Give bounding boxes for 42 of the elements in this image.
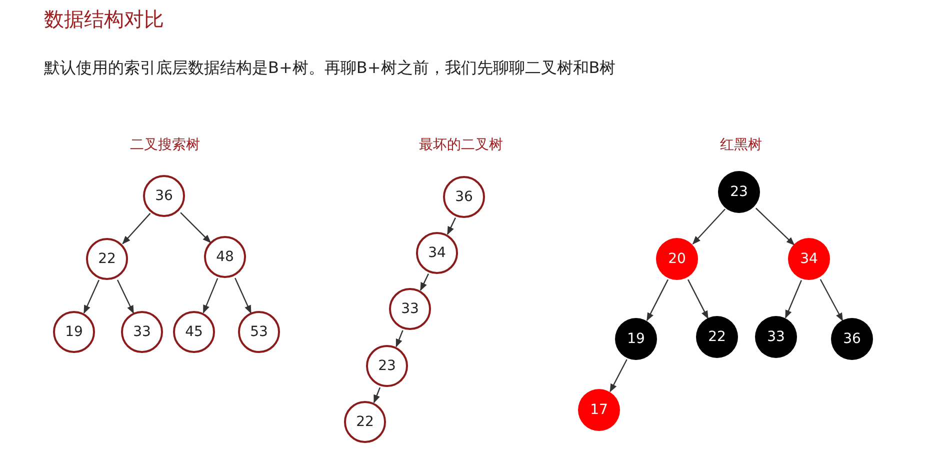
tree-node-circle: 33 xyxy=(755,316,797,358)
tree-node-circle: 45 xyxy=(173,311,215,353)
tree-node-circle: 20 xyxy=(656,238,698,280)
arrow xyxy=(646,279,668,322)
arrow xyxy=(785,280,802,318)
tree-node-circle: 34 xyxy=(416,232,458,274)
arrow xyxy=(755,208,795,246)
tree-node-circle: 33 xyxy=(389,288,431,330)
subtitle-text: 默认使用的索引底层数据结构是B+树。再聊B+树之前，我们先聊聊二叉树和B树 xyxy=(44,58,616,79)
arrow xyxy=(116,280,134,314)
tree-node-circle: 17 xyxy=(578,389,620,431)
tree-node-circle: 53 xyxy=(238,311,280,353)
tree-node-circle: 22 xyxy=(86,238,128,280)
tree-node-circle: 22 xyxy=(344,401,386,443)
tree-title: 二叉搜索树 xyxy=(130,136,200,154)
tree-node-circle: 36 xyxy=(443,176,485,218)
arrow xyxy=(180,212,212,244)
tree-node-circle: 23 xyxy=(366,345,408,387)
arrow xyxy=(692,208,726,244)
tree-node-circle: 19 xyxy=(615,318,657,360)
arrow xyxy=(420,274,429,291)
arrow xyxy=(820,279,844,322)
tree-title: 最坏的二叉树 xyxy=(419,136,503,154)
arrow xyxy=(122,212,151,244)
tree-node-circle: 33 xyxy=(121,311,163,353)
arrow xyxy=(84,280,100,314)
tree-node-circle: 22 xyxy=(696,316,738,358)
tree-node-circle: 36 xyxy=(831,318,873,360)
arrow xyxy=(610,359,628,392)
tree-node-circle: 34 xyxy=(788,238,830,280)
slide-title: 数据结构对比 xyxy=(44,6,164,33)
tree-node-circle: 19 xyxy=(53,311,95,353)
arrow xyxy=(373,387,381,404)
arrow xyxy=(234,278,252,314)
tree-node-circle: 48 xyxy=(204,236,246,278)
arrow xyxy=(447,218,456,235)
arrow xyxy=(202,278,218,314)
arrow xyxy=(688,279,708,320)
tree-node-circle: 23 xyxy=(718,171,760,213)
arrow xyxy=(396,330,404,348)
tree-title: 红黑树 xyxy=(720,136,762,154)
tree-node-circle: 36 xyxy=(143,175,185,217)
